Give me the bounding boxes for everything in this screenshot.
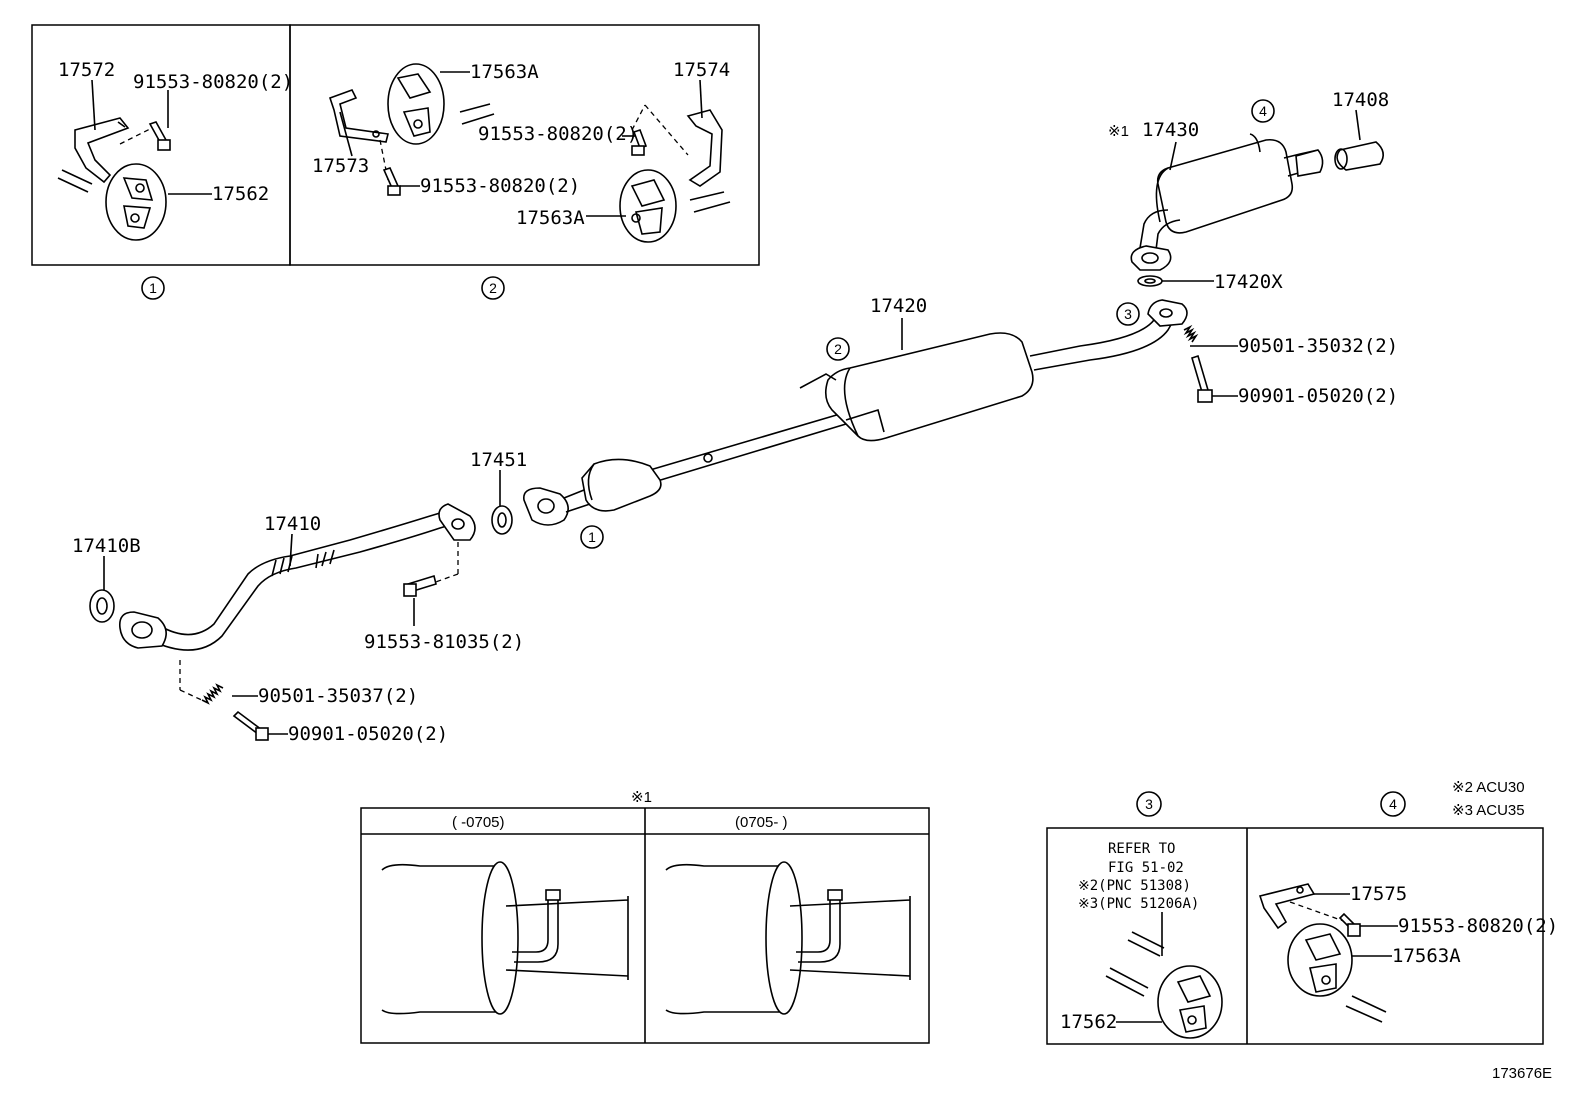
refer-text-line2: FIG 51-02	[1108, 860, 1184, 876]
note-acu35: ※3 ACU35	[1452, 802, 1525, 819]
inset-box-2: 17563A 17573 17574 91553-80820(2) 91553-…	[289, 24, 760, 266]
circle-ref-3: 3	[1116, 302, 1140, 326]
circle-ref-4: 4	[1251, 99, 1275, 123]
svg-text:4: 4	[1259, 103, 1267, 119]
part-label-17575: 17575	[1350, 883, 1407, 905]
part-label-17410: 17410	[264, 513, 321, 535]
variant-right-header: (0705- )	[735, 814, 788, 831]
part-label-90501-35037: 90501-35037(2)	[258, 685, 418, 707]
part-label-17562: 17562	[212, 183, 269, 205]
part-label-17573: 17573	[312, 155, 369, 177]
part-label-17563A: 17563A	[470, 61, 539, 83]
svg-text:1: 1	[149, 280, 157, 296]
refer-text-line1: REFER TO	[1108, 841, 1175, 857]
part-label-17574: 17574	[673, 59, 730, 81]
part-label-17563A: 17563A	[1392, 945, 1461, 967]
diagram-id: 173676E	[1492, 1065, 1552, 1082]
part-label-91553-80820: 91553-80820(2)	[1398, 915, 1558, 937]
tail-muffler-assembly: ※1 17430 17408 17420X	[1108, 89, 1389, 293]
svg-text:2: 2	[834, 341, 842, 357]
part-label-17562: 17562	[1060, 1011, 1117, 1033]
refer-text-line4: ※3(PNC 51206A)	[1078, 896, 1199, 912]
part-label-90501-35032: 90501-35032(2)	[1238, 335, 1398, 357]
center-muffler-assembly: 17420 90501-35032(2) 90901-05020(2)	[649, 295, 1398, 483]
part-label-17430: 17430	[1142, 119, 1199, 141]
part-mark-17430: ※1	[1108, 123, 1129, 140]
inset-box-1: 17572 91553-80820(2) 17562	[31, 24, 293, 266]
part-label-17563A: 17563A	[516, 207, 585, 229]
svg-text:3: 3	[1145, 796, 1153, 812]
part-label-17410B: 17410B	[72, 535, 141, 557]
circle-ref-4: 4	[1380, 791, 1406, 817]
part-label-91553-81035: 91553-81035(2)	[364, 631, 524, 653]
svg-text:4: 4	[1389, 796, 1397, 812]
front-pipe-assembly: 17410 17410B 91553-81035(2) 90501-35037(…	[72, 503, 524, 745]
variant-left-header: ( -0705)	[452, 814, 505, 831]
detail-box-3-4: REFER TO FIG 51-02 ※2(PNC 51308) ※3(PNC …	[1046, 827, 1558, 1045]
circle-ref-2: 2	[826, 337, 850, 361]
part-label-90901-05020: 90901-05020(2)	[1238, 385, 1398, 407]
svg-text:2: 2	[489, 280, 497, 296]
note-acu30: ※2 ACU30	[1452, 779, 1525, 796]
circle-ref-1: 1	[141, 276, 165, 300]
part-label-17420: 17420	[870, 295, 927, 317]
variant-comparison-box: ※1 ( -0705) (0705- )	[360, 789, 930, 1044]
part-label-17451: 17451	[470, 449, 527, 471]
part-label-17420X: 17420X	[1214, 271, 1283, 293]
part-label-91553-80820: 91553-80820(2)	[133, 71, 293, 93]
part-label-91553-80820: 91553-80820(2)	[478, 123, 638, 145]
part-label-17572: 17572	[58, 59, 115, 81]
part-label-90901-05020: 90901-05020(2)	[288, 723, 448, 745]
circle-ref-2: 2	[481, 276, 505, 300]
svg-text:3: 3	[1124, 306, 1132, 322]
refer-text-line3: ※2(PNC 51308)	[1078, 878, 1191, 894]
variant-title: ※1	[631, 789, 652, 806]
part-label-17408: 17408	[1332, 89, 1389, 111]
catalytic-converter: 17451	[470, 449, 662, 535]
circle-ref-3: 3	[1136, 791, 1162, 817]
svg-text:1: 1	[588, 529, 596, 545]
circle-ref-1: 1	[580, 525, 604, 549]
part-label-91553-80820: 91553-80820(2)	[420, 175, 580, 197]
